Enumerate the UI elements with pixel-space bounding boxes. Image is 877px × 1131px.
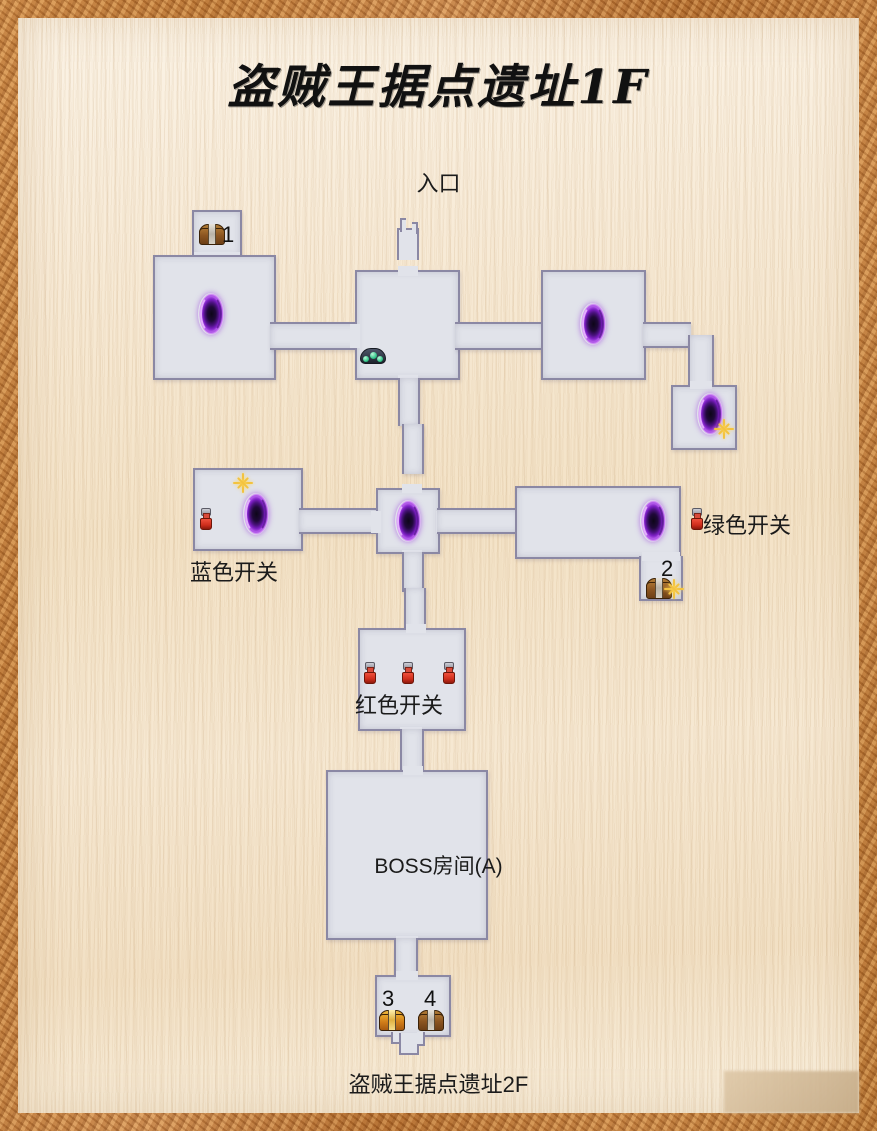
chest-band [655,578,663,598]
portal-blue-room[interactable] [243,493,269,535]
exit-seam-top [396,971,418,980]
portal-far-right[interactable] [697,393,723,435]
switch-red-1[interactable] [364,662,376,684]
corridor-hub-to-green [437,508,522,534]
switch-base [200,518,212,530]
ore-gem [370,352,377,359]
far-right-seam [690,381,712,389]
sparkle-blue-room [232,472,254,494]
center-top-seam-left [350,324,360,348]
chest-2-number: 2 [661,556,674,581]
switch-base [402,672,414,684]
corridor-hub-to-red [402,552,424,592]
hub-seam-left [371,511,381,533]
chest-4-number: 4 [424,986,437,1011]
corridor-tl-to-center [270,322,358,350]
chest-band [208,224,216,244]
switch-red-2[interactable] [402,662,414,684]
portal-top-left[interactable] [198,293,224,335]
room-blue-switch [193,468,303,551]
ore-gem [363,356,369,362]
corridor-tr-to-far-right [643,322,691,348]
green-switch-label: 绿色开关 [703,513,792,538]
room-boss [326,770,488,940]
entrance-label: 入口 [416,171,461,196]
chest-1-number: 1 [222,222,235,247]
switch-blue[interactable] [200,508,212,530]
center-top-seam-up [398,266,418,276]
switch-red-3[interactable] [443,662,455,684]
corridor-center-to-tr [455,322,545,350]
hub-seam-top [402,484,422,493]
green-alcove-seam [642,552,680,561]
watermark-redaction [724,1071,859,1113]
switch-base [691,518,703,530]
chest-band [388,1010,396,1030]
corridor-center-vertical-mid [402,424,424,474]
boss-room-label: BOSS房间(A) [374,855,503,878]
corridor-center-vertical-upper [398,378,420,426]
portal-green-room[interactable] [640,500,666,542]
sparkle-chest-2 [663,578,685,600]
red-switch-label: 红色开关 [355,693,444,718]
chest-3[interactable] [379,1010,405,1031]
portal-top-right[interactable] [580,303,606,345]
portal-mid-hub[interactable] [395,500,421,542]
corridor-far-right-vertical [688,335,714,390]
switch-green[interactable] [691,508,703,530]
exit-label: 盗贼王据点遗址2F [348,1072,529,1097]
red-room-seam-top [406,624,426,633]
chest-1[interactable] [199,224,225,245]
chest-2[interactable] [646,578,672,599]
chest-3-number: 3 [382,986,395,1011]
ore-node-top-center[interactable] [360,347,386,364]
paper-background [18,18,859,1113]
switch-base [443,672,455,684]
page-title: 盗贼王据点遗址1F [227,60,650,115]
switch-base [364,672,376,684]
sparkle-far-right [713,418,735,440]
chest-4[interactable] [418,1010,444,1031]
boss-seam-top [403,766,423,775]
ore-gem [377,356,383,362]
corridor-red-upper [404,588,426,632]
blue-switch-label: 蓝色开关 [190,560,279,585]
chest-band [427,1010,435,1030]
corridor-blue-to-hub [299,508,379,534]
